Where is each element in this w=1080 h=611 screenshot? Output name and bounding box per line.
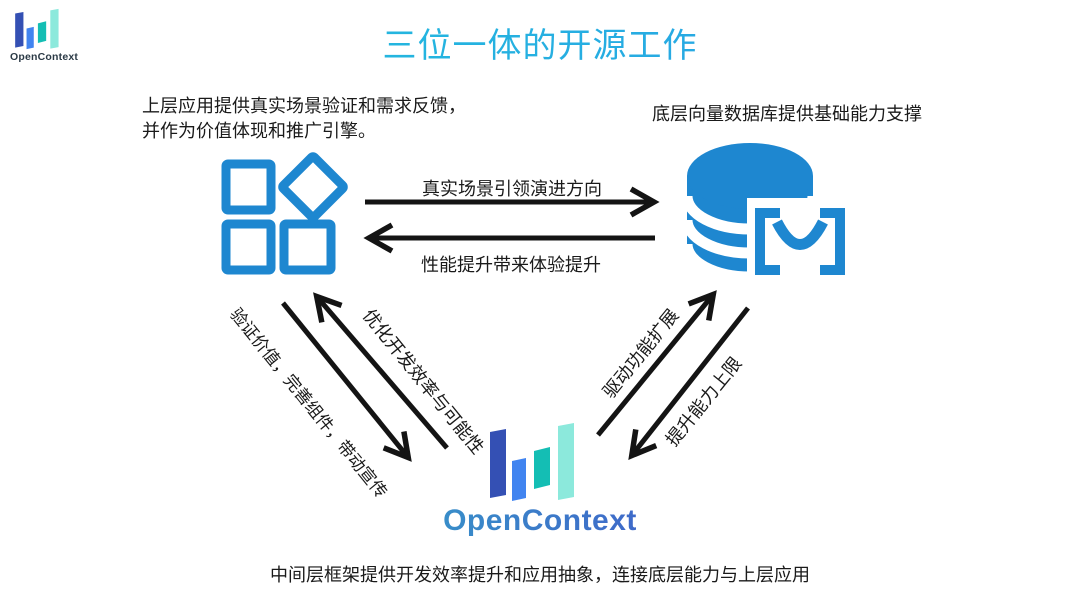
app-modules-icon <box>220 150 348 276</box>
vector-database-icon <box>683 140 855 290</box>
page-title: 三位一体的开源工作 <box>0 18 1080 67</box>
opencontext-bars-icon <box>400 422 680 502</box>
header-logo: OpenContext <box>10 8 90 63</box>
footer-logo-wordmark: OpenContext <box>400 504 680 538</box>
header-logo-wordmark: OpenContext <box>10 51 90 63</box>
arrow-label-app-to-db: 真实场景引领演进方向 <box>422 179 602 199</box>
app-layer-note: 上层应用提供真实场景验证和需求反馈， 并作为价值体现和推广引擎。 <box>142 96 466 141</box>
footer-logo: OpenContext <box>400 422 680 538</box>
arrow-label-db-to-app: 性能提升带来体验提升 <box>421 255 601 275</box>
opencontext-bars-icon <box>10 8 90 50</box>
mid-layer-note: 中间层框架提供开发效率提升和应用抽象，连接底层能力与上层应用 <box>270 565 810 585</box>
db-layer-note: 底层向量数据库提供基础能力支撑 <box>652 104 922 124</box>
